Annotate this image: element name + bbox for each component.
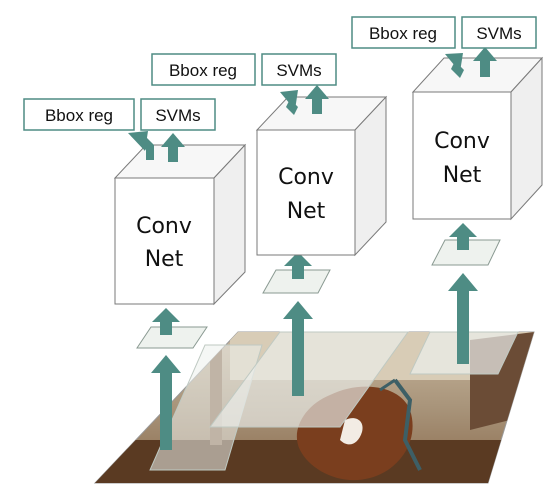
convnet-label-2-line2: Net [287,199,326,224]
svg-text:SVMs: SVMs [155,106,200,125]
svms-label-3: SVMs [461,16,537,49]
svm-arrow-2 [305,85,329,114]
arrow-up-1 [151,355,181,450]
warped-patch-1 [136,326,208,349]
convnet-box-3: Conv Net [411,56,544,221]
convnet-box-1: Conv Net [113,143,247,306]
convnet-box-2: Conv Net [255,95,388,257]
svms-label-2: SVMs [261,53,337,86]
svms-label-1: SVMs [140,98,216,131]
region-proposal-2 [209,331,409,428]
arrow-up-3 [448,273,478,364]
svg-text:SVMs: SVMs [276,61,321,80]
svm-arrow-1 [161,133,185,162]
bbox-arrow-2 [280,90,298,115]
convnet-label-1-line1: Conv [136,214,192,239]
svg-text:SVMs: SVMs [476,24,521,43]
warped-patch-2 [262,269,331,294]
bbox-reg-label-2: Bbox reg [151,53,256,86]
arrow-patch-to-net-1 [152,308,180,335]
convnet-label-3-line2: Net [443,163,482,188]
bbox-reg-label-3: Bbox reg [351,16,456,49]
convnet-label-3-line1: Conv [434,129,490,154]
svm-arrow-3 [473,47,497,77]
bbox-arrow-1 [128,131,154,160]
region-proposal-1 [149,344,263,471]
arrow-up-2 [283,301,313,396]
svg-text:Bbox reg: Bbox reg [169,61,237,80]
bbox-arrow-3 [445,53,464,78]
bbox-reg-label-1: Bbox reg [23,98,135,131]
convnet-label-2-line1: Conv [278,165,334,190]
svg-text:Bbox reg: Bbox reg [369,24,437,43]
warped-patch-3 [431,239,501,266]
arrow-patch-to-net-2 [284,252,312,279]
arrow-patch-to-net-3 [449,223,477,250]
convnet-label-1-line2: Net [145,247,184,272]
svg-text:Bbox reg: Bbox reg [45,106,113,125]
